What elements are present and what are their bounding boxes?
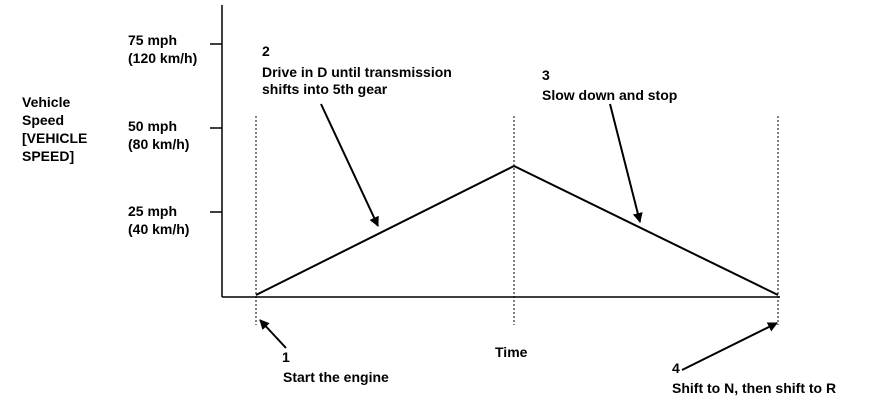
- step-2-number: 2: [262, 43, 270, 59]
- speed-profile-line: [255, 164, 779, 296]
- y-axis-title: Vehicle Speed [VEHICLE SPEED]: [22, 94, 91, 164]
- y-tick-label-25: 25 mph (40 km/h): [128, 203, 189, 237]
- step-4-number: 4: [672, 360, 680, 376]
- step-3-number: 3: [542, 67, 550, 83]
- step-3-text: Slow down and stop: [542, 87, 677, 103]
- step-1-number: 1: [282, 349, 290, 365]
- step-4-arrow: [681, 322, 778, 371]
- y-tick-label-75: 75 mph (120 km/h): [128, 32, 197, 66]
- step-2-text: Drive in D until transmission shifts int…: [262, 64, 456, 97]
- step-3-arrow: [609, 103, 643, 223]
- x-axis-title: Time: [495, 344, 528, 360]
- step-1-text: Start the engine: [283, 369, 389, 385]
- step-2-arrow: [320, 103, 379, 227]
- step-1-arrow: [259, 319, 287, 349]
- y-tick-label-50: 50 mph (80 km/h): [128, 118, 189, 152]
- step-4-text: Shift to N, then shift to R: [672, 380, 836, 396]
